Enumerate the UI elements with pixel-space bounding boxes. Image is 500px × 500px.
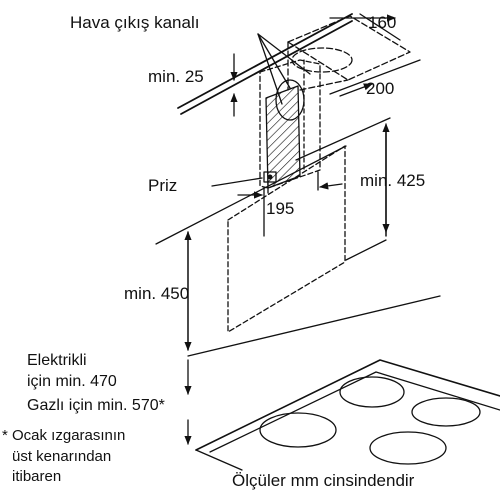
gas-label: Gazlı için min. 570*	[27, 397, 165, 414]
hood-bottom-line	[187, 295, 441, 357]
air-outlet-leaders	[257, 33, 311, 105]
socket-symbol	[211, 171, 277, 187]
electric-label-line2: için min. 470	[27, 373, 117, 390]
footnote-line1: * Ocak ızgarasının	[2, 427, 126, 444]
socket-label: Priz	[148, 176, 178, 195]
burner-back-right	[411, 397, 481, 427]
dim-min-425-line	[345, 123, 390, 261]
wall-top-line	[295, 117, 391, 161]
burner-front-left	[259, 412, 337, 448]
air-outlet-label: Hava çıkış kanalı	[70, 13, 200, 32]
dim-160-line	[329, 13, 401, 41]
footnote-line3: itibaren	[12, 468, 62, 485]
chimney-upper	[259, 59, 321, 189]
dim-160-label: 160	[368, 13, 397, 32]
dim-195-label: 195	[266, 199, 295, 218]
cooktop	[195, 359, 500, 471]
min-450-label: min. 450	[124, 284, 190, 303]
dim-195-line	[237, 171, 343, 237]
electric-label-line1: Elektrikli	[27, 352, 87, 369]
units-note: Ölçüler mm cinsindendir	[232, 471, 415, 490]
burner-front-right	[369, 431, 447, 465]
ceiling-line	[177, 13, 353, 115]
dim-200-label: 200	[366, 79, 395, 98]
footnote-line2: üst kenarından	[12, 448, 112, 465]
burner-back-left	[339, 376, 405, 408]
min-425-label: min. 425	[360, 171, 426, 190]
dim-200-line	[329, 59, 421, 97]
min-25-label: min. 25	[148, 67, 204, 86]
